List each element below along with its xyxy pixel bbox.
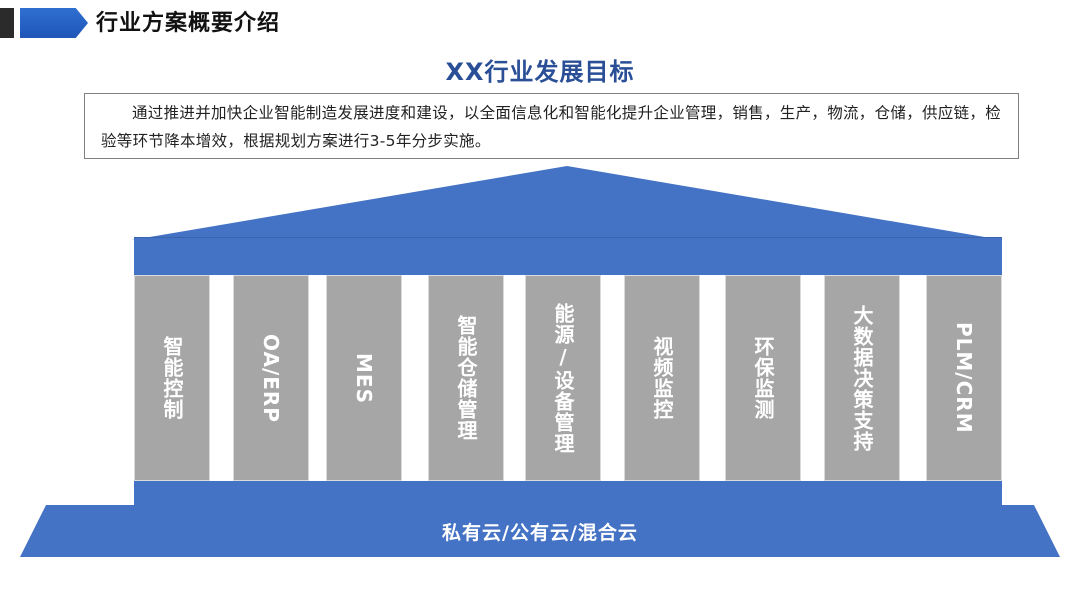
temple-foundation: 私有云/公有云/混合云 xyxy=(20,505,1060,557)
pillar-2: OA/ERP xyxy=(233,275,309,481)
pillar-3: MES xyxy=(326,275,402,481)
pillar-label: 能源/设备管理 xyxy=(551,302,575,454)
description-box: 通过推进并加快企业智能制造发展进度和建设，以全面信息化和智能化提升企业管理，销售… xyxy=(84,93,1019,159)
pillar-8: 大数据决策支持 xyxy=(824,275,900,481)
pillar-label: 视频监控 xyxy=(650,336,674,420)
pillar-label: 智能仓储管理 xyxy=(454,315,478,441)
pillar-7: 环保监测 xyxy=(725,275,801,481)
pillar-label: OA/ERP xyxy=(259,333,283,423)
header-dark-block xyxy=(0,8,14,38)
temple-top-beam xyxy=(134,237,1002,275)
pillar-9: PLM/CRM xyxy=(926,275,1002,481)
pillar-label: MES xyxy=(352,352,376,404)
pillar-label: 环保监测 xyxy=(751,336,775,420)
pillar-label: PLM/CRM xyxy=(952,322,976,434)
pillar-1: 智能控制 xyxy=(134,275,210,481)
temple-roof xyxy=(132,166,1002,240)
pillar-4: 智能仓储管理 xyxy=(428,275,504,481)
pillar-6: 视频监控 xyxy=(624,275,700,481)
temple-base-beam xyxy=(134,481,1002,505)
foundation-label: 私有云/公有云/混合云 xyxy=(442,521,638,544)
header-title: 行业方案概要介绍 xyxy=(96,11,281,36)
pillar-label: 智能控制 xyxy=(160,336,184,420)
pillar-5: 能源/设备管理 xyxy=(525,275,601,481)
pillar-label: 大数据决策支持 xyxy=(850,304,874,452)
main-title: XX行业发展目标 xyxy=(445,58,635,86)
header-blue-arrow xyxy=(20,8,88,38)
pillar-row: 智能控制 OA/ERP MES 智能仓储管理 能源/设备管理 视频监控 环保监测… xyxy=(134,275,1002,481)
